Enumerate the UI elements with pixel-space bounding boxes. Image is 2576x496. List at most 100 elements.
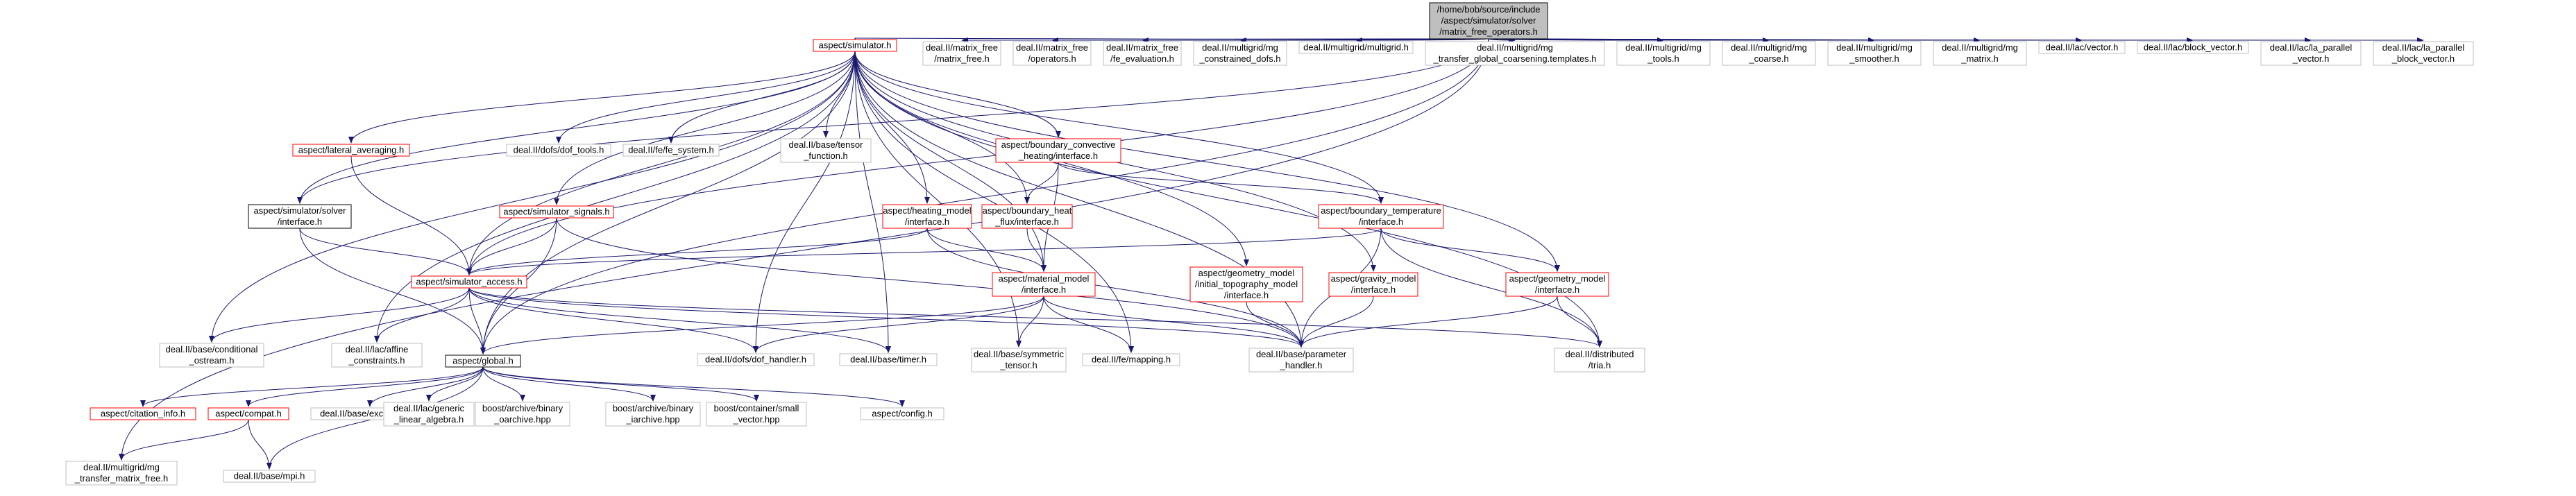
node-label-line: /interface.h xyxy=(1224,290,1269,300)
node-dealii-mf-fe-eval[interactable]: deal.II/matrix_free/fe_evaluation.h xyxy=(1103,41,1182,66)
node-mg-tools[interactable]: deal.II/multigrid/mg_tools.h xyxy=(1616,41,1711,66)
node-simulator-h[interactable]: aspect/simulator.h xyxy=(813,39,897,52)
node-label-line: _transfer_matrix_free.h xyxy=(74,473,168,484)
node-box xyxy=(813,39,897,52)
node-binary-oarchive[interactable]: boost/archive/binary_oarchive.hpp xyxy=(475,402,570,427)
node-geometry-model[interactable]: aspect/geometry_model/interface.h xyxy=(1505,272,1609,297)
node-symmetric-tensor[interactable]: deal.II/base/symmetric_tensor.h xyxy=(971,348,1067,373)
node-generic-linear[interactable]: deal.II/lac/generic_linear_algebra.h xyxy=(383,402,475,427)
node-label-line: /fe_evaluation.h xyxy=(1110,53,1174,64)
edge-simulator_h-to-boundary_heat_flux xyxy=(854,51,1030,204)
node-label-line: aspect/config.h xyxy=(872,409,932,419)
node-label-line: /operators.h xyxy=(1028,53,1076,64)
node-label-line: aspect/geometry_model xyxy=(1198,268,1295,278)
node-gravity-model[interactable]: aspect/gravity_model/interface.h xyxy=(1328,272,1418,297)
node-box xyxy=(981,204,1073,229)
node-box xyxy=(1328,272,1418,297)
node-mg-multigrid[interactable]: deal.II/multigrid/multigrid.h xyxy=(1298,41,1414,54)
node-mpi-h[interactable]: deal.II/base/mpi.h xyxy=(223,470,316,483)
node-boundary-heat-flux[interactable]: aspect/boundary_heat_flux/interface.h xyxy=(981,204,1073,229)
edge-simulator_h-to-timer xyxy=(854,51,891,353)
edge-simulator_h-to-conditional_ostream xyxy=(209,51,856,343)
node-lac-la-parallel-vector[interactable]: deal.II/lac/la_parallel_vector.h xyxy=(2260,41,2362,66)
node-conditional-ostream[interactable]: deal.II/base/conditional_ostream.h xyxy=(159,343,264,368)
node-dofs-tools[interactable]: deal.II/dofs/dof_tools.h xyxy=(506,144,611,157)
node-simulator-signals[interactable]: aspect/simulator_signals.h xyxy=(499,205,614,219)
node-solver-interface[interactable]: aspect/simulator/solver/interface.h xyxy=(248,204,352,229)
node-label-line: deal.II/multigrid/mg xyxy=(1477,42,1553,53)
node-compat-h[interactable]: aspect/compat.h xyxy=(207,407,289,420)
node-mg-transfer-matrix-free[interactable]: deal.II/multigrid/mg_transfer_matrix_fre… xyxy=(65,461,178,486)
edge-gravity_model-to-parameter_handler xyxy=(1298,296,1374,348)
node-mg-coarse[interactable]: deal.II/multigrid/mg_coarse.h xyxy=(1722,41,1816,66)
node-lac-la-parallel-block-vector[interactable]: deal.II/lac/la_parallel_block_vector.h xyxy=(2373,41,2474,66)
node-label-line: aspect/simulator/solver xyxy=(254,205,347,216)
edge-simulator_h-to-boundary_conv xyxy=(854,51,1061,138)
edge-global_h-to-citation_info xyxy=(140,366,484,407)
node-label-line: _heating/interface.h xyxy=(1018,151,1098,161)
node-global-h[interactable]: aspect/global.h xyxy=(445,354,521,368)
node-citation-info[interactable]: aspect/citation_info.h xyxy=(90,407,196,420)
node-box xyxy=(383,402,475,427)
node-boundary-temperature[interactable]: aspect/boundary_temperature/interface.h xyxy=(1318,204,1444,229)
node-fe-mapping[interactable]: deal.II/fe/mapping.h xyxy=(1082,353,1180,366)
node-dealii-matrix-free[interactable]: deal.II/matrix_free/matrix_free.h xyxy=(922,41,1001,66)
node-mg-transfer-global[interactable]: deal.II/multigrid/mg_transfer_global_coa… xyxy=(1425,41,1605,66)
node-affine-constraints[interactable]: deal.II/lac/affine_constraints.h xyxy=(331,343,423,368)
node-small-vector[interactable]: boost/container/small_vector.hpp xyxy=(706,402,807,427)
node-box xyxy=(506,144,611,157)
node-label-line: _tools.h xyxy=(1647,53,1679,64)
node-dof-handler[interactable]: deal.II/dofs/dof_handler.h xyxy=(697,353,815,366)
node-label-line: aspect/material_model xyxy=(999,273,1090,284)
node-initial-topo[interactable]: aspect/geometry_model/initial_topography… xyxy=(1189,266,1303,302)
node-boundary-conv[interactable]: aspect/boundary_convective_heating/inter… xyxy=(995,138,1121,163)
node-binary-iarchive[interactable]: boost/archive/binary_iarchive.hpp xyxy=(605,402,701,427)
node-label-line: /aspect/simulator/solver xyxy=(1441,15,1536,26)
edge-simulator_h-to-affine_constraints xyxy=(374,51,856,343)
node-simulator-access[interactable]: aspect/simulator_access.h xyxy=(411,275,527,289)
node-config-h[interactable]: aspect/config.h xyxy=(860,407,944,420)
node-root[interactable]: /home/bob/source/include/aspect/simulato… xyxy=(1429,2,1548,40)
node-label-line: deal.II/lac/block_vector.h xyxy=(2144,42,2242,53)
node-dealii-mf-operators[interactable]: deal.II/matrix_free/operators.h xyxy=(1012,41,1092,66)
node-box xyxy=(780,138,872,163)
node-mg-matrix[interactable]: deal.II/multigrid/mg_matrix.h xyxy=(1933,41,2027,66)
node-label-line: /home/bob/source/include xyxy=(1437,4,1541,15)
edge-global_h-to-binary_oarchive xyxy=(482,366,525,402)
node-box xyxy=(445,354,521,368)
node-parameter-handler[interactable]: deal.II/base/parameter_handler.h xyxy=(1248,348,1354,373)
node-timer[interactable]: deal.II/base/timer.h xyxy=(839,353,938,366)
node-box xyxy=(706,402,807,427)
node-box xyxy=(1103,41,1182,66)
node-label-line: boost/archive/binary xyxy=(613,403,694,413)
node-box xyxy=(90,407,196,420)
node-label-line: deal.II/base/symmetric xyxy=(974,349,1065,359)
node-heating-model[interactable]: aspect/heating_model/interface.h xyxy=(882,204,972,229)
edge-compat_h-to-mg_transfer_matrix_free xyxy=(119,419,249,461)
edge-simulator_h-to-parameter_handler xyxy=(854,51,1304,348)
node-box xyxy=(2137,41,2249,54)
node-label-line: deal.II/multigrid/mg xyxy=(1731,42,1807,53)
node-box xyxy=(992,272,1096,297)
node-mg-smoother[interactable]: deal.II/multigrid/mg_smoother.h xyxy=(1827,41,1922,66)
node-tensor-function[interactable]: deal.II/base/tensor_function.h xyxy=(780,138,872,163)
node-label-line: deal.II/multigrid/mg xyxy=(1625,42,1702,53)
edge-simulator_h-to-simulator_signals xyxy=(554,51,856,205)
node-label-line: deal.II/matrix_free xyxy=(926,42,998,53)
node-box xyxy=(839,353,938,366)
node-box xyxy=(1933,41,2027,66)
node-label-line: deal.II/dofs/dof_tools.h xyxy=(514,145,604,155)
node-mg-constrained[interactable]: deal.II/multigrid/mg_constrained_dofs.h xyxy=(1193,41,1287,66)
node-label-line: deal.II/base/mpi.h xyxy=(234,471,305,481)
node-lac-block-vector[interactable]: deal.II/lac/block_vector.h xyxy=(2137,41,2249,54)
node-distributed-tria[interactable]: deal.II/distributed/tria.h xyxy=(1554,348,1645,373)
edge-simulator_access-to-dof_handler xyxy=(468,287,759,353)
node-lateral-averaging[interactable]: aspect/lateral_averaging.h xyxy=(292,144,410,157)
edge-simulator_access-to-timer xyxy=(468,287,891,353)
node-fe-system[interactable]: deal.II/fe/fe_system.h xyxy=(622,144,720,157)
node-lac-vector[interactable]: deal.II/lac/vector.h xyxy=(2038,41,2126,54)
edge-boundary_temperature-to-geometry_model xyxy=(1380,228,1560,272)
node-material-model[interactable]: aspect/material_model/interface.h xyxy=(992,272,1096,297)
node-label-line: deal.II/base/timer.h xyxy=(850,354,926,365)
node-box xyxy=(2260,41,2362,66)
